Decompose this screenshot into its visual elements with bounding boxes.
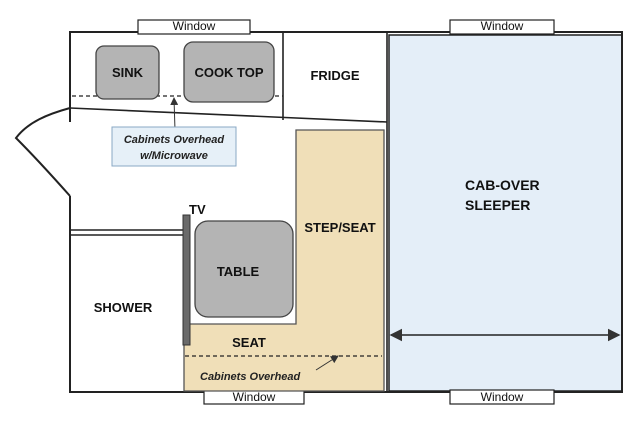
microwave-callout-line1: Cabinets Overhead bbox=[124, 134, 225, 146]
window-bottom-left-label: Window bbox=[233, 390, 276, 404]
sleeper-area bbox=[388, 34, 623, 392]
sink-label: SINK bbox=[112, 65, 144, 80]
outer-walls bbox=[14, 31, 623, 393]
microwave-callout-line2: w/Microwave bbox=[140, 150, 208, 162]
dinette-seating bbox=[183, 129, 385, 392]
tv-label: TV bbox=[189, 202, 206, 217]
cabinets-overhead-pointer bbox=[315, 355, 339, 371]
window-top-left-label: Window bbox=[173, 19, 216, 33]
cook-top-label: COOK TOP bbox=[194, 65, 263, 80]
window-top-left bbox=[137, 19, 251, 35]
sleeper-label-line2: SLEEPER bbox=[465, 197, 530, 213]
fridge-label: FRIDGE bbox=[310, 68, 359, 83]
microwave-callout-pointer bbox=[170, 97, 179, 131]
cook-top bbox=[183, 41, 275, 103]
table-label: TABLE bbox=[217, 264, 260, 279]
shower-label: SHOWER bbox=[94, 300, 153, 315]
sink bbox=[95, 45, 160, 100]
cabinets-overhead-label: Cabinets Overhead bbox=[200, 371, 301, 383]
window-top-right bbox=[449, 19, 555, 35]
seat-label: SEAT bbox=[232, 335, 266, 350]
window-bottom-right-label: Window bbox=[481, 390, 524, 404]
table bbox=[194, 220, 294, 318]
sleeper-label-line1: CAB-OVER bbox=[465, 177, 540, 193]
tv bbox=[182, 214, 191, 346]
window-top-right-label: Window bbox=[481, 19, 524, 33]
interior-walls bbox=[69, 32, 388, 392]
window-bottom-right bbox=[449, 389, 555, 405]
microwave-callout-box bbox=[111, 126, 237, 167]
step-seat-label: STEP/SEAT bbox=[304, 220, 375, 235]
